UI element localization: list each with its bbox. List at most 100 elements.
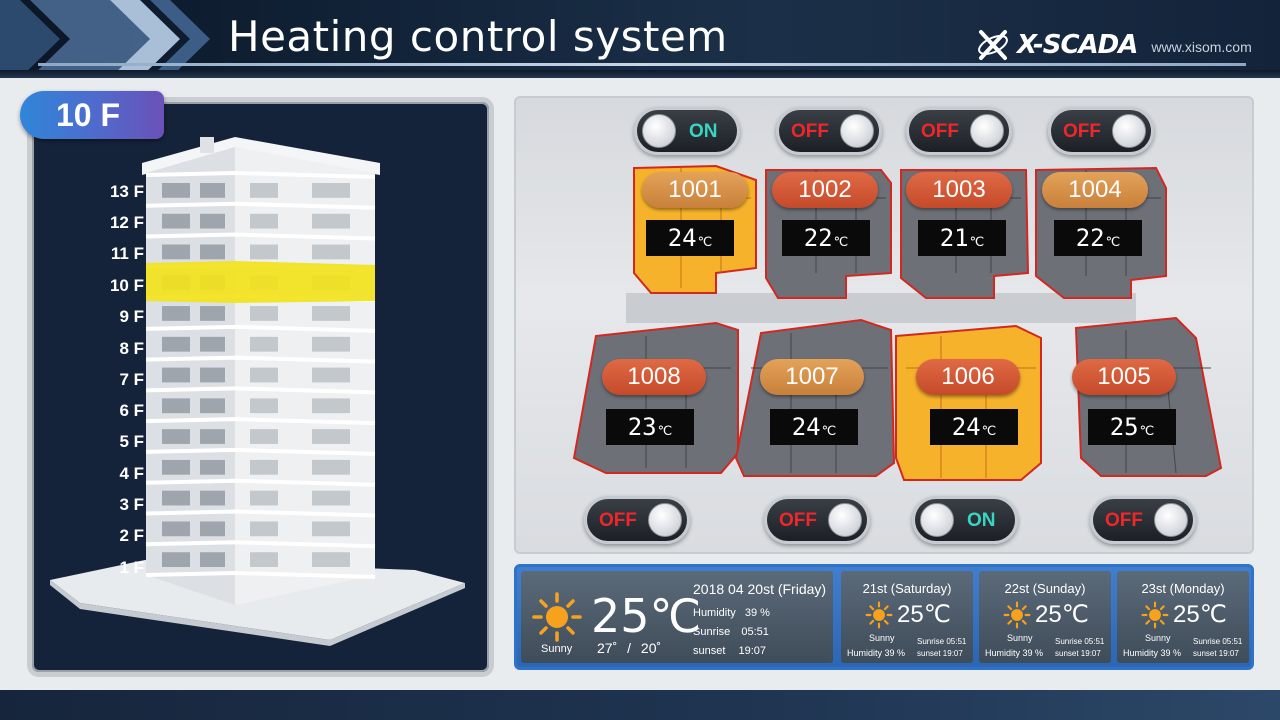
switch-1004[interactable]: OFF <box>1048 107 1154 155</box>
header-chevron-decoration <box>0 0 210 78</box>
unit-1007-temp: 24℃ <box>770 409 858 445</box>
switch-1006[interactable]: ON <box>912 496 1018 544</box>
building-window <box>312 306 350 321</box>
temp-unit: ℃ <box>969 235 985 250</box>
floor-2-label[interactable]: 2 F <box>119 526 144 545</box>
forecast-day: 22st (Sunday) <box>1004 581 1086 596</box>
unit-1001-label[interactable]: 1001 <box>642 172 748 208</box>
unit-1005-label[interactable]: 1005 <box>1072 359 1176 395</box>
forecast-sunset: sunset 19:07 <box>1193 649 1239 658</box>
switch-1001[interactable]: ON <box>634 107 740 155</box>
floor-slab-line <box>145 478 376 487</box>
unit-1008-outline[interactable] <box>572 321 739 474</box>
floor-8-label[interactable]: 8 F <box>119 339 144 358</box>
temp-unit: ℃ <box>1105 235 1121 250</box>
unit-1007-label[interactable]: 1007 <box>760 359 864 395</box>
forecast-humidity: Humidity 39 % <box>847 648 906 658</box>
switch-knob <box>1112 114 1146 148</box>
sun-icon <box>1141 601 1169 629</box>
building-window <box>312 213 350 229</box>
floor-6-label[interactable]: 6 F <box>119 401 144 420</box>
switch-1003[interactable]: OFF <box>906 107 1012 155</box>
unit-1005-outline[interactable] <box>1074 316 1223 477</box>
unit-1005-temp: 25℃ <box>1088 409 1176 445</box>
floor-1-label[interactable]: 1 F <box>119 558 144 577</box>
unit-1002-label[interactable]: 1002 <box>772 172 878 208</box>
unit-1006-label[interactable]: 1006 <box>916 359 1020 395</box>
sunset-label: sunset <box>693 645 726 657</box>
today-humidity: Humidity 39 % <box>693 607 770 619</box>
forecast-card: 23st (Monday) 25℃ Sunny Humidity 39 % Su… <box>1117 571 1249 663</box>
floor-12-label[interactable]: 12 F <box>109 213 144 232</box>
floor-slab-line <box>145 417 376 426</box>
unit-1008-temp: 23℃ <box>606 409 694 445</box>
temp-value: 24 <box>667 224 697 252</box>
floor-10-label[interactable]: 10 F <box>109 276 144 295</box>
forecast-day: 21st (Saturday) <box>862 581 952 596</box>
building-window <box>250 398 278 414</box>
forecast-condition: Sunny <box>1145 633 1171 643</box>
building-window <box>162 490 190 506</box>
building-window <box>250 521 278 537</box>
floor-5-label[interactable]: 5 F <box>119 432 144 451</box>
header-underline <box>38 63 1246 66</box>
building-window <box>250 183 278 198</box>
building-window <box>312 398 350 414</box>
today-date: 2018 04 20st (Friday) <box>693 581 827 597</box>
building-window <box>200 398 225 414</box>
unit-1003-label[interactable]: 1003 <box>906 172 1012 208</box>
building-window <box>250 306 278 321</box>
building-window <box>162 367 190 383</box>
building-window <box>200 367 225 383</box>
unit-1001-temp: 24℃ <box>646 220 734 256</box>
forecast-sunrise: Sunrise 05:51 <box>1193 637 1243 646</box>
xscada-logo-icon <box>978 30 1008 60</box>
switch-1005[interactable]: OFF <box>1090 496 1196 544</box>
forecast-humidity: Humidity 39 % <box>985 648 1044 658</box>
temp-value: 24 <box>951 413 981 441</box>
building-window <box>200 429 225 444</box>
brand-url[interactable]: www.xisom.com <box>1151 39 1252 55</box>
temp-value: 25 <box>1109 413 1139 441</box>
forecast-temp: 25℃ <box>1173 601 1227 628</box>
floor-11-label[interactable]: 11 F <box>110 244 144 263</box>
humidity-label: Humidity <box>693 607 736 619</box>
building-window <box>162 552 190 567</box>
floor-4-label[interactable]: 4 F <box>119 464 144 483</box>
unit-1004-label[interactable]: 1004 <box>1042 172 1148 208</box>
header-bottom-band <box>0 70 1280 78</box>
switch-1008[interactable]: OFF <box>584 496 690 544</box>
today-high-low-separator: / <box>627 640 632 656</box>
brand-name: X-SCADA <box>1017 30 1138 60</box>
building-window <box>250 490 278 506</box>
switch-state: OFF <box>779 510 817 531</box>
floor-3-label[interactable]: 3 F <box>119 495 144 514</box>
floor-7-label[interactable]: 7 F <box>119 370 144 389</box>
unit-1008-label[interactable]: 1008 <box>602 359 706 395</box>
building-window <box>312 521 350 537</box>
today-high-low: 27˚ / 20˚ <box>597 640 661 656</box>
unit-1006-outline[interactable] <box>895 324 1042 481</box>
building-window <box>162 306 190 321</box>
header-bar: Heating control system X-SCADA www.xisom… <box>0 0 1280 78</box>
temp-value: 24 <box>791 413 821 441</box>
switch-knob <box>920 503 954 537</box>
building-window <box>200 521 225 537</box>
unit-1007-outline[interactable] <box>734 318 896 477</box>
floor-10-highlight[interactable] <box>146 261 375 303</box>
building-window <box>312 490 350 506</box>
floor-slab-line <box>145 355 376 364</box>
switch-1007[interactable]: OFF <box>764 496 870 544</box>
building-window <box>312 552 350 567</box>
forecast-condition: Sunny <box>869 633 895 643</box>
building-window <box>162 398 190 414</box>
floor-9-label[interactable]: 9 F <box>119 307 144 326</box>
weather-today: Sunny 25℃ 27˚ / 20˚ 2018 04 20st (Friday… <box>521 571 833 663</box>
building-window <box>250 336 278 352</box>
today-condition: Sunny <box>541 643 573 655</box>
switch-1002[interactable]: OFF <box>776 107 882 155</box>
floor-slab-line <box>145 324 376 333</box>
building-window <box>200 213 225 229</box>
floor-13-label[interactable]: 13 F <box>109 182 144 201</box>
building-window <box>312 183 350 198</box>
